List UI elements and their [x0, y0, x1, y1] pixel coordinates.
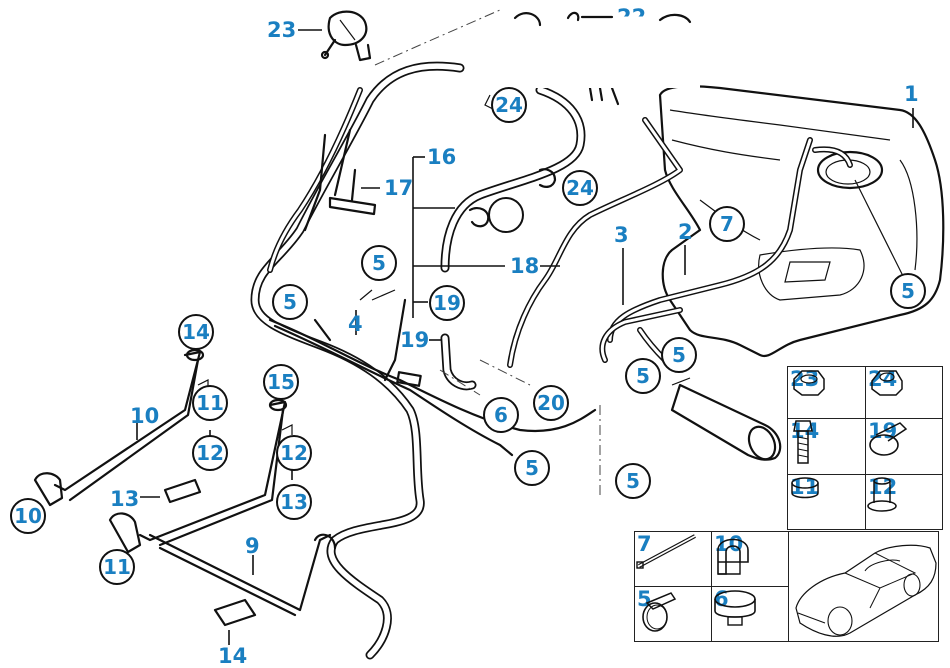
- callout-13b[interactable]: 14: [218, 644, 248, 668]
- legend-label: 23: [790, 367, 820, 391]
- band-clamp-icon: [714, 590, 756, 626]
- callout-10b[interactable]: 11: [99, 549, 135, 585]
- callout-1[interactable]: 1: [904, 82, 919, 106]
- callout-17[interactable]: 18: [510, 254, 540, 278]
- callout-3[interactable]: 3: [614, 223, 629, 247]
- strap-clip-icon: [717, 538, 749, 575]
- legend-cell-14[interactable]: 14: [787, 418, 866, 475]
- callout-18[interactable]: 19: [400, 328, 430, 352]
- legend-cell-12[interactable]: 12: [865, 474, 943, 530]
- callout-7[interactable]: 7: [709, 206, 745, 242]
- callout-5-tank[interactable]: 5: [890, 273, 926, 309]
- legend-label: 11: [790, 475, 820, 499]
- bushing-icon: [791, 477, 819, 499]
- callout-10a[interactable]: 10: [10, 498, 46, 534]
- legend-cell-5[interactable]: 5: [634, 586, 712, 642]
- legend-cell-10[interactable]: 10: [711, 531, 789, 587]
- callout-23[interactable]: 24: [491, 87, 527, 123]
- callout-15[interactable]: 16: [427, 145, 457, 169]
- legend-label: 10: [714, 532, 744, 556]
- legend-cell-6[interactable]: 6: [711, 586, 789, 642]
- flanged-sleeve-icon: [867, 477, 897, 512]
- legend-cell-7[interactable]: 7: [634, 531, 712, 587]
- callout-14b[interactable]: 15: [263, 364, 299, 400]
- callout-24b[interactable]: [488, 197, 524, 233]
- callout-5-left[interactable]: 5: [272, 284, 308, 320]
- legend-label: 7: [637, 532, 652, 556]
- callout-19a[interactable]: 19: [429, 285, 465, 321]
- callout-6[interactable]: 6: [483, 397, 519, 433]
- legend-cell-23[interactable]: 23: [787, 366, 866, 419]
- callout-2[interactable]: 2: [678, 220, 693, 244]
- callout-19b[interactable]: 20: [533, 385, 569, 421]
- hex-nut-icon: [793, 370, 825, 396]
- filler-cap[interactable]: [320, 10, 372, 62]
- callout-5-filter[interactable]: 5: [615, 463, 651, 499]
- callout-9[interactable]: 10: [130, 404, 160, 428]
- fuel-tank[interactable]: [658, 85, 945, 358]
- callout-16[interactable]: 17: [384, 176, 414, 200]
- callout-5-upper[interactable]: 5: [361, 245, 397, 281]
- callout-12b[interactable]: 13: [276, 484, 312, 520]
- bolt-icon: [793, 420, 813, 464]
- legend-cell-24[interactable]: 24: [865, 366, 943, 419]
- tank-strap-9[interactable]: [33, 348, 205, 507]
- callout-22[interactable]: 23: [267, 18, 297, 42]
- legend-cell-11[interactable]: 11: [787, 474, 866, 530]
- legend-cell-19[interactable]: 19: [865, 418, 943, 475]
- fuel-filter[interactable]: [670, 377, 782, 463]
- callout-5-lower[interactable]: 5: [514, 450, 550, 486]
- callout-13a[interactable]: 13: [110, 487, 140, 511]
- cap-nut-icon: [871, 370, 903, 396]
- callout-12a[interactable]: 12: [192, 435, 228, 471]
- callout-20[interactable]: 22: [617, 5, 647, 29]
- callout-11a[interactable]: 11: [192, 385, 228, 421]
- cable-tie-icon: [636, 534, 696, 569]
- legend-label: 6: [714, 587, 729, 611]
- callout-5-line2[interactable]: 5: [661, 337, 697, 373]
- legend-cell-vehicle: [788, 531, 939, 642]
- car-outline-icon: [795, 544, 937, 637]
- callout-8[interactable]: 9: [245, 534, 260, 558]
- hose-clamp-icon: [869, 422, 908, 456]
- callout-11b[interactable]: 12: [276, 435, 312, 471]
- callout-4[interactable]: 4: [348, 312, 363, 336]
- callout-5-line3[interactable]: 5: [625, 358, 661, 394]
- callout-14a[interactable]: 14: [178, 314, 214, 350]
- worm-clamp-icon: [642, 592, 677, 632]
- blank-region: [470, 28, 700, 88]
- tank-strap-8[interactable]: [108, 398, 337, 617]
- callout-24a[interactable]: 24: [562, 170, 598, 206]
